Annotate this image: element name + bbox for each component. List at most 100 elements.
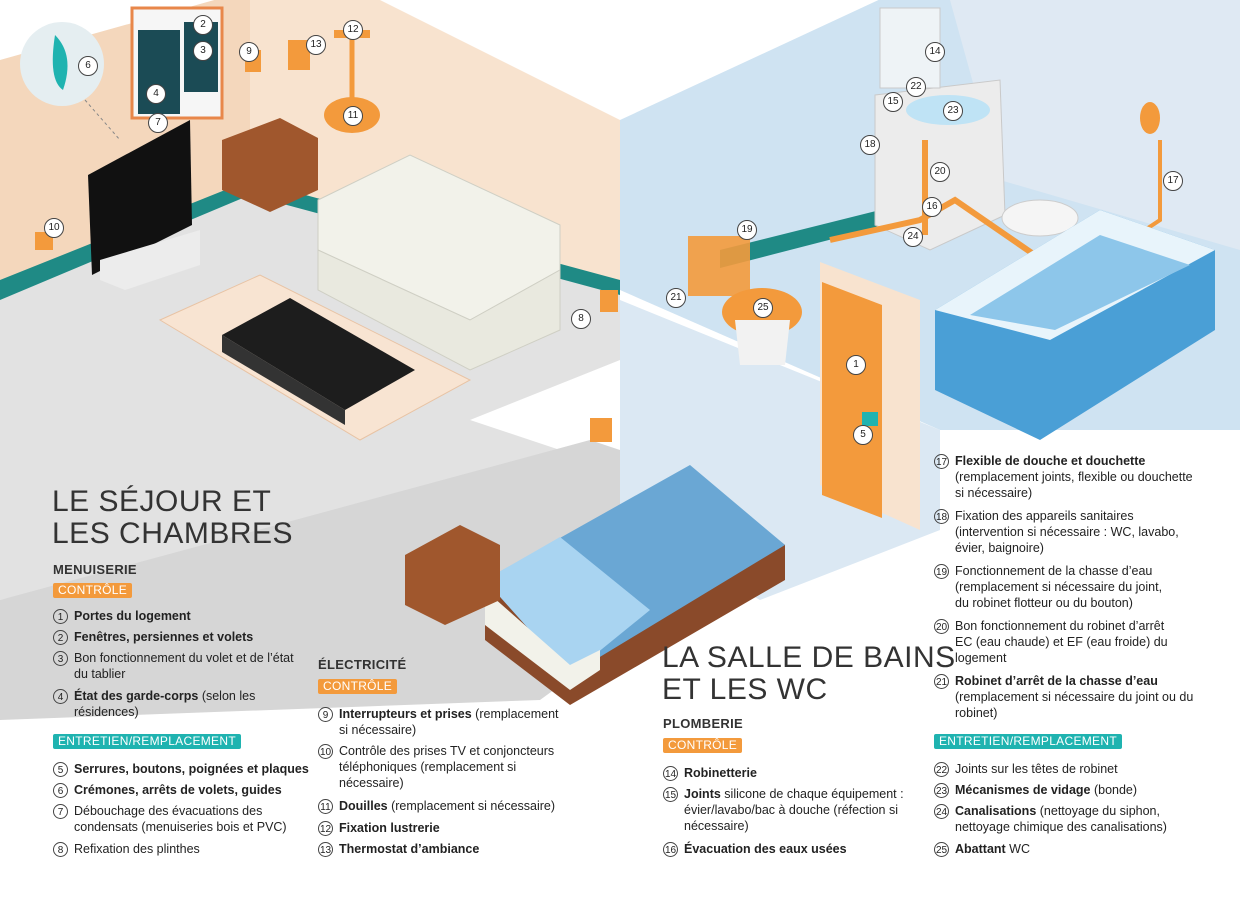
callout-12: 12 bbox=[343, 20, 363, 40]
bathroom-door bbox=[822, 282, 882, 518]
item-14: 14 Robinetterie bbox=[663, 765, 913, 781]
item-text: Fixation des appareils sanitaires (inter… bbox=[955, 509, 1179, 555]
item-bold: État des garde-corps bbox=[74, 689, 199, 703]
thermostat bbox=[288, 40, 310, 70]
item-text: (nettoyage du siphon, nettoyage chimique… bbox=[955, 804, 1167, 834]
menuiserie-heading: MENUISERIE bbox=[53, 562, 137, 577]
item-text: (bonde) bbox=[1090, 783, 1138, 797]
item-number: 16 bbox=[663, 842, 678, 857]
item-23: 23 Mécanismes de vidage (bonde) bbox=[934, 782, 1194, 798]
item-number: 20 bbox=[934, 619, 949, 634]
sdb-title-line2: ET LES WC bbox=[662, 673, 828, 706]
item-number: 15 bbox=[663, 787, 678, 802]
item-bold: Interrupteurs et prises bbox=[339, 707, 472, 721]
callout-16: 16 bbox=[922, 197, 942, 217]
toilet-tank bbox=[688, 236, 750, 296]
item-number: 2 bbox=[53, 630, 68, 645]
item-text: Bon fonctionnement du robinet d’arrêt EC… bbox=[955, 619, 1168, 665]
item-bold: Robinet d’arrêt de la chasse d’eau bbox=[955, 674, 1158, 688]
item-bold: Joints bbox=[684, 787, 721, 801]
item-22: 22 Joints sur les têtes de robinet bbox=[934, 761, 1194, 777]
item-6: 6 Crémones, arrêts de volets, guides bbox=[53, 782, 313, 798]
item-text: Fonctionnement de la chasse d’eau (rempl… bbox=[955, 564, 1163, 610]
callout-3: 3 bbox=[193, 41, 213, 61]
item-number: 24 bbox=[934, 804, 949, 819]
item-21: 21 Robinet d’arrêt de la chasse d’eau (r… bbox=[934, 673, 1204, 721]
item-text: WC bbox=[1005, 842, 1031, 856]
item-3: 3 Bon fonctionnement du volet et de l’ét… bbox=[53, 650, 305, 682]
item-10: 10 Contrôle des prises TV et conjoncteur… bbox=[318, 743, 568, 791]
callout-23: 23 bbox=[943, 101, 963, 121]
item-number: 12 bbox=[318, 821, 333, 836]
coffee-table-side bbox=[222, 335, 345, 425]
sdb-title: LA SALLE DE BAINS ET LES WC bbox=[662, 642, 956, 706]
item-text: (remplacement si nécessaire du joint ou … bbox=[955, 690, 1194, 720]
callout-15: 15 bbox=[883, 92, 903, 112]
item-bold: Serrures, boutons, poignées et plaques bbox=[74, 762, 309, 776]
item-18: 18 Fixation des appareils sanitaires (in… bbox=[934, 508, 1179, 556]
tv-screen bbox=[88, 120, 192, 275]
item-16: 16 Évacuation des eaux usées bbox=[663, 841, 913, 857]
shower-head bbox=[1140, 102, 1160, 134]
handle-icon bbox=[52, 35, 68, 90]
lower-floor bbox=[0, 440, 650, 720]
callout-8: 8 bbox=[571, 309, 591, 329]
item-8: 8 Refixation des plinthes bbox=[53, 841, 303, 857]
item-bold: Fixation lustrerie bbox=[339, 821, 440, 835]
callout-5: 5 bbox=[853, 425, 873, 445]
item-bold: Robinetterie bbox=[684, 766, 757, 780]
item-text: (selon les résidences) bbox=[74, 689, 256, 719]
item-text: (remplacement joints, flexible ou douche… bbox=[955, 470, 1193, 500]
sejour-title-line1: LE SÉJOUR ET bbox=[52, 485, 272, 518]
item-number: 1 bbox=[53, 609, 68, 624]
item-2: 2 Fenêtres, persiennes et volets bbox=[53, 629, 303, 645]
item-bold: Crémones, arrêts de volets, guides bbox=[74, 783, 282, 797]
item-bold: Abattant bbox=[955, 842, 1006, 856]
item-25: 25 Abattant WC bbox=[934, 841, 1194, 857]
callout-20: 20 bbox=[930, 162, 950, 182]
socket-3 bbox=[590, 418, 612, 442]
item-number: 11 bbox=[318, 799, 333, 814]
tv-stand bbox=[100, 230, 200, 290]
callout-25: 25 bbox=[753, 298, 773, 318]
item-text: Contrôle des prises TV et conjoncteurs t… bbox=[339, 744, 555, 790]
item-number: 23 bbox=[934, 783, 949, 798]
menuiserie-controle-tag: CONTRÔLE bbox=[53, 583, 133, 598]
item-5: 5 Serrures, boutons, poignées et plaques bbox=[53, 761, 313, 777]
item-1: 1 Portes du logement bbox=[53, 608, 303, 624]
item-number: 7 bbox=[53, 804, 68, 819]
bed-sheet-light bbox=[485, 537, 650, 675]
sofa-seat bbox=[317, 249, 561, 371]
bed-pillow bbox=[485, 590, 600, 690]
item-9: 9 Interrupteurs et prises (remplacement … bbox=[318, 706, 568, 738]
item-24: 24 Canalisations (nettoyage du siphon, n… bbox=[934, 803, 1194, 835]
sdb-entretien-tag: ENTRETIEN/REMPLACEMENT bbox=[934, 734, 1122, 749]
item-bold: Thermostat d’ambiance bbox=[339, 842, 480, 856]
door-handle bbox=[862, 412, 878, 426]
item-12: 12 Fixation lustrerie bbox=[318, 820, 568, 836]
item-text: (remplacement si nécessaire) bbox=[387, 799, 556, 813]
item-number: 5 bbox=[53, 762, 68, 777]
callout-6: 6 bbox=[78, 56, 98, 76]
item-number: 14 bbox=[663, 766, 678, 781]
callout-11: 11 bbox=[343, 106, 363, 126]
item-number: 18 bbox=[934, 509, 949, 524]
plomberie-controle-tag: CONTRÔLE bbox=[663, 738, 743, 753]
callout-1: 1 bbox=[846, 355, 866, 375]
item-17: 17 Flexible de douche et douchette (remp… bbox=[934, 453, 1202, 501]
item-number: 13 bbox=[318, 842, 333, 857]
sejour-title-line2: LES CHAMBRES bbox=[52, 517, 294, 550]
electricite-heading: ÉLECTRICITÉ bbox=[318, 657, 407, 672]
callout-18: 18 bbox=[860, 135, 880, 155]
item-bold: Évacuation des eaux usées bbox=[684, 842, 847, 856]
bidet bbox=[1001, 199, 1079, 237]
item-number: 17 bbox=[934, 454, 949, 469]
callout-10: 10 bbox=[44, 218, 64, 238]
bedside-table bbox=[405, 525, 500, 625]
item-bold: Mécanismes de vidage bbox=[955, 783, 1091, 797]
item-text: Joints sur les têtes de robinet bbox=[955, 762, 1118, 776]
sejour-title: LE SÉJOUR ET LES CHAMBRES bbox=[52, 486, 293, 550]
menuiserie-entretien-tag: ENTRETIEN/REMPLACEMENT bbox=[53, 734, 241, 749]
item-number: 8 bbox=[53, 842, 68, 857]
item-number: 9 bbox=[318, 707, 333, 722]
